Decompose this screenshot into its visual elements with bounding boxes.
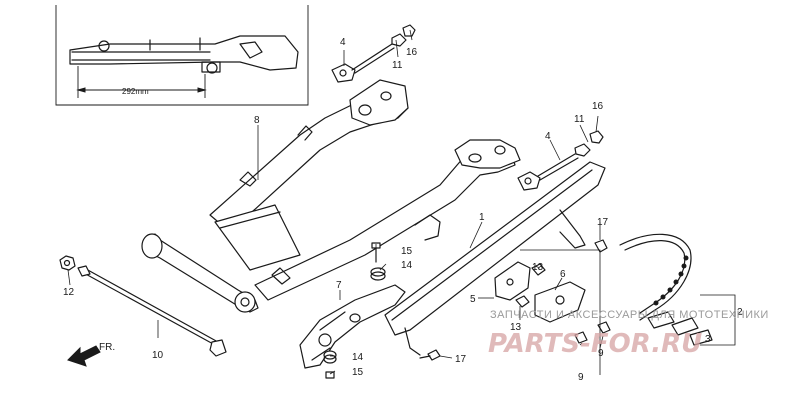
callout-10: 10 xyxy=(152,350,164,361)
callout-12: 12 xyxy=(63,287,75,298)
callout-5: 5 xyxy=(470,294,476,305)
drive-chain xyxy=(619,233,713,346)
callout-16-lower: 16 xyxy=(592,101,604,112)
chain-case xyxy=(384,161,608,356)
callout-9-bottom: 9 xyxy=(578,372,584,383)
pivot-nut xyxy=(59,255,76,271)
pivot-bolt xyxy=(77,265,227,357)
callout-11-lower: 11 xyxy=(574,114,585,125)
bolt-17-lower xyxy=(419,349,441,361)
callout-4-upper: 4 xyxy=(340,37,346,48)
callout-13-upper: 13 xyxy=(532,262,544,273)
callout-17-lower: 17 xyxy=(455,354,467,365)
chain-slider xyxy=(299,284,406,369)
chain-guide-bracket xyxy=(494,261,586,323)
watermark: PARTS-FOR.RU ЗАПЧАСТИ И АКСЕССУАРЫ ДЛЯ М… xyxy=(488,309,769,359)
callout-6: 6 xyxy=(560,269,566,280)
front-direction-arrow: FR. xyxy=(67,342,115,367)
watermark-tagline: ЗАПЧАСТИ И АКСЕССУАРЫ ДЛЯ МОТОТЕХНИКИ xyxy=(490,309,769,321)
bolt-9 xyxy=(574,321,611,344)
callout-9-right: 9 xyxy=(598,348,604,359)
inset-dimension-label: 292mm xyxy=(122,87,149,96)
callout-3: 3 xyxy=(705,334,711,345)
watermark-logo: PARTS-FOR.RU xyxy=(488,329,702,359)
callout-8: 8 xyxy=(254,115,260,126)
callout-14-upper: 14 xyxy=(401,260,413,271)
callout-7: 7 xyxy=(336,280,342,291)
callout-15-upper: 15 xyxy=(401,246,413,257)
collar-lower xyxy=(323,350,337,364)
chain-adjuster-upper xyxy=(331,24,416,83)
callouts: 8 4 11 16 4 11 16 1 17 15 14 7 5 13 6 13… xyxy=(63,37,743,383)
callout-11-upper: 11 xyxy=(392,60,403,71)
chain-adjuster-lower xyxy=(517,130,604,191)
screw-lower xyxy=(325,371,335,379)
callout-4-lower: 4 xyxy=(545,131,551,142)
front-marker-label: FR. xyxy=(99,342,115,353)
callout-13-lower: 13 xyxy=(510,322,522,333)
inset-detail: 292mm xyxy=(55,5,309,106)
leader-lines xyxy=(67,29,604,375)
callout-14-lower: 14 xyxy=(352,352,364,363)
callout-17-upper: 17 xyxy=(597,217,609,228)
callout-15-lower: 15 xyxy=(352,367,364,378)
callout-16-upper: 16 xyxy=(406,47,418,58)
screw-upper xyxy=(371,242,381,263)
collar-upper xyxy=(370,267,386,281)
swingarm xyxy=(141,79,521,313)
callout-1: 1 xyxy=(479,212,485,223)
callout-2: 2 xyxy=(737,307,743,318)
